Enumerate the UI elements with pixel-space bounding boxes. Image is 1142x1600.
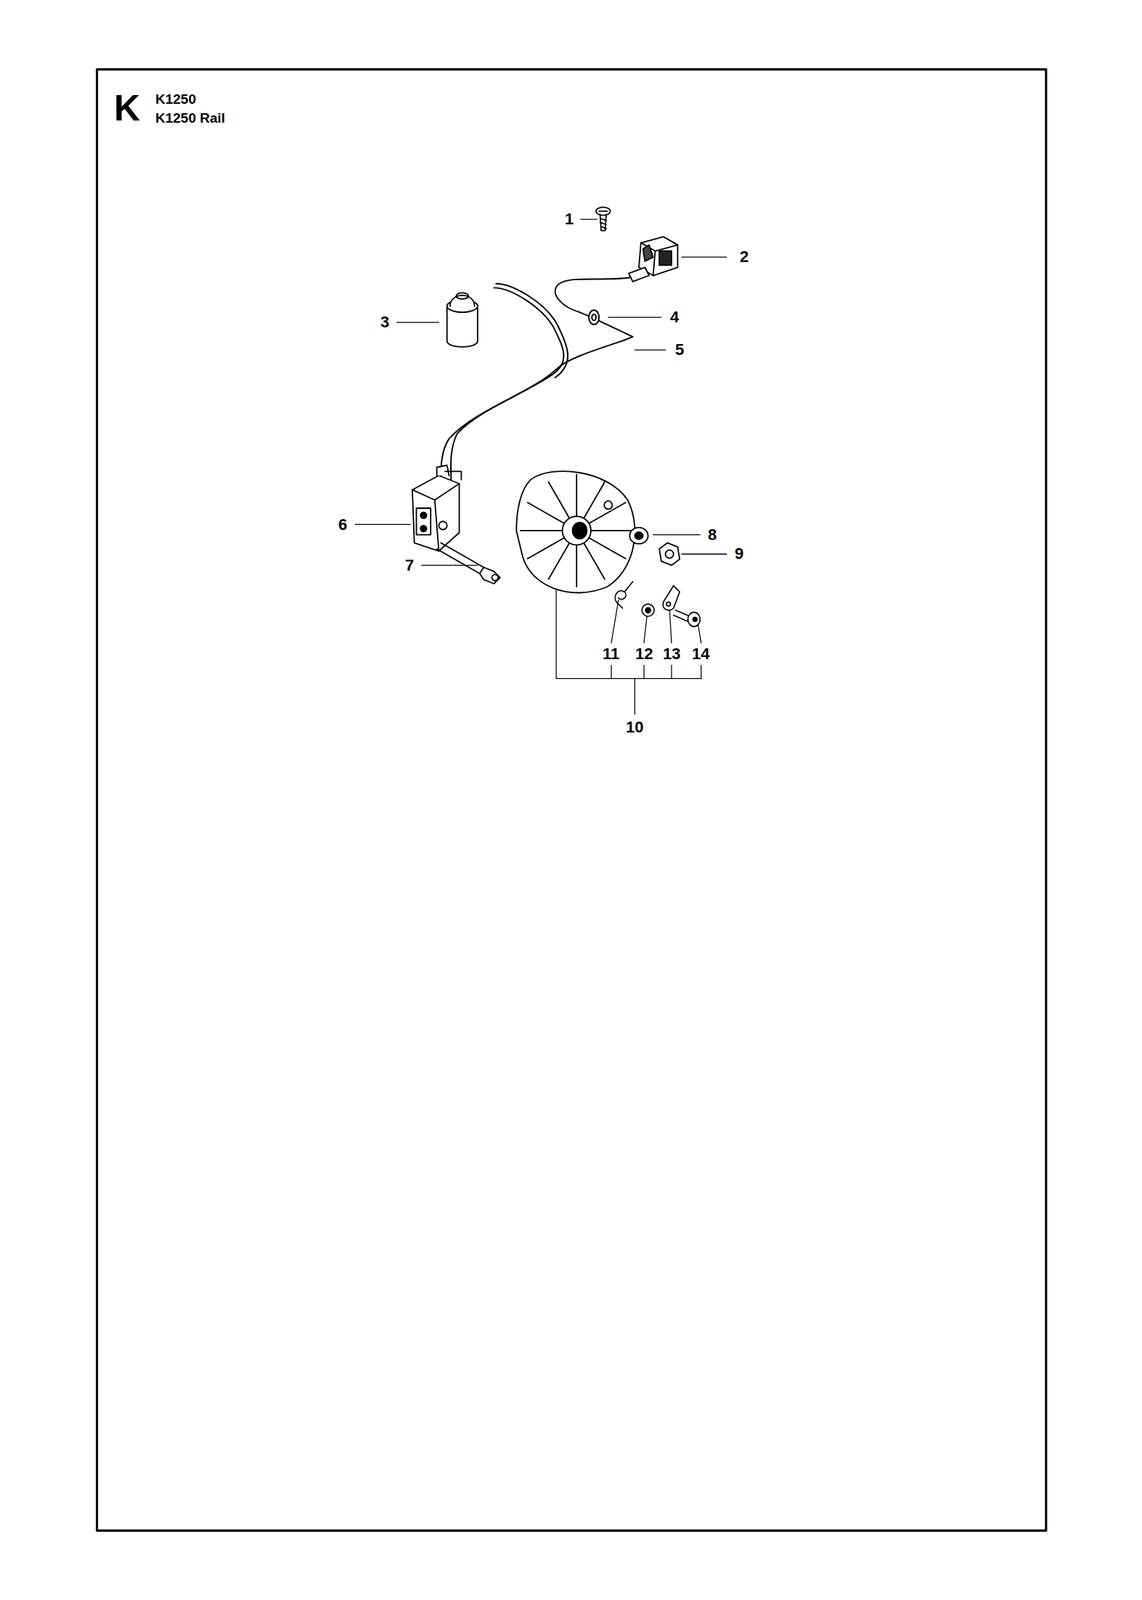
callout-number: 7 [405, 557, 414, 574]
callout-number: 9 [734, 545, 744, 562]
coil-screw [437, 543, 501, 584]
flywheel [516, 471, 635, 593]
section-letter: K [113, 90, 141, 127]
callout-number: 13 [662, 646, 681, 663]
callout-number: 2 [739, 249, 749, 265]
spark-plug-cap [447, 292, 478, 347]
model-name: K1250 [155, 92, 197, 106]
pawl [662, 585, 680, 611]
page-border [97, 69, 1047, 1532]
model-name: K1250 Rail [155, 111, 226, 125]
callout-number: 5 [675, 341, 684, 358]
wire [440, 277, 633, 480]
spring [614, 581, 633, 609]
callout-number: 4 [670, 309, 679, 326]
screw [596, 206, 611, 231]
washer [641, 604, 655, 617]
callout-number: 1 [564, 211, 574, 228]
callout-number: 8 [707, 527, 717, 544]
washer [629, 527, 648, 544]
pawl-screw [673, 610, 701, 627]
nut [659, 543, 680, 566]
callout-number: 12 [635, 646, 653, 663]
callout-number: 10 [625, 719, 644, 736]
grommet [588, 310, 599, 325]
callout-number: 11 [602, 646, 620, 663]
ignition-coil [412, 465, 462, 552]
callout-number: 14 [691, 646, 710, 663]
leader-lines [355, 219, 727, 715]
callout-number: 6 [338, 516, 348, 533]
callout-number: 3 [380, 314, 390, 331]
stop-switch [628, 236, 678, 282]
